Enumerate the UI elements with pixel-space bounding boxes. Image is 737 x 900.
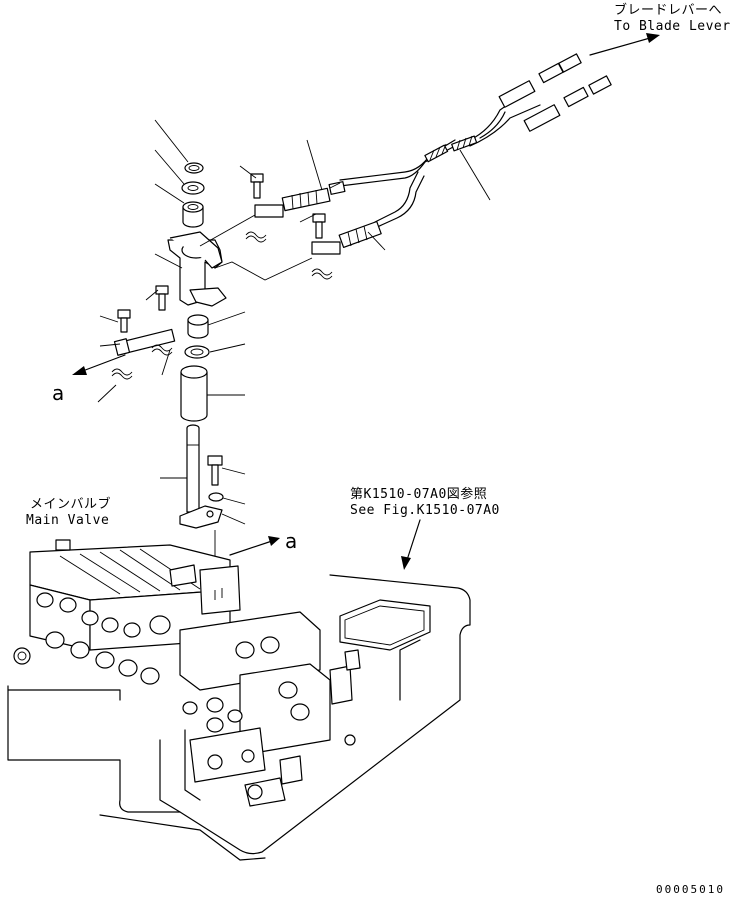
main-valve-body <box>29 539 361 807</box>
bolt-left-lever <box>155 285 169 311</box>
frame-bolts <box>13 647 356 800</box>
ref-a-label-bottom: a <box>285 529 297 553</box>
blade-lever-arrow <box>589 33 660 56</box>
bushing-top <box>182 201 204 228</box>
see-fig-label-en: See Fig.K1510-07A0 <box>350 503 500 518</box>
cable-end-fitting-lower <box>523 75 612 132</box>
cable-stripe-left <box>424 143 449 163</box>
ref-a-label-top: a <box>52 381 64 405</box>
bolt-upper <box>250 173 264 199</box>
washer-top <box>181 181 205 195</box>
cable-link-upper <box>199 214 256 247</box>
main-valve-label-en: Main Valve <box>26 513 109 528</box>
lever-bracket <box>167 231 227 307</box>
cable-connector-upper <box>254 181 346 218</box>
blade-lever-label-jp: ブレードレバーへ <box>614 2 722 18</box>
control-cables <box>339 95 541 229</box>
snap-ring <box>184 162 204 174</box>
cable-stripe-right <box>451 135 478 152</box>
break-symbols <box>111 231 333 380</box>
see-fig-arrow <box>401 519 421 570</box>
valve-ports <box>36 592 171 685</box>
cable-link-lower <box>214 257 313 281</box>
bushing-mid <box>187 314 209 339</box>
ref-a-arrow-right <box>229 536 280 556</box>
washer-mid <box>184 345 210 359</box>
bolt-pin-plate <box>207 455 223 486</box>
pin-shaft <box>179 424 223 529</box>
bolt-middle <box>312 213 326 239</box>
chassis-frame <box>7 574 471 861</box>
drawing-code: 00005010 <box>656 883 725 896</box>
lock-plate <box>113 328 176 356</box>
cable-connector-lower <box>311 220 382 255</box>
washer-small <box>208 492 224 502</box>
cable-end-fitting-upper <box>498 53 582 108</box>
ref-a-arrow-left <box>72 354 126 375</box>
bolt-lock-plate <box>117 309 131 333</box>
collar-tube <box>180 365 208 422</box>
see-fig-label-jp: 第K1510-07A0図参照 <box>350 486 487 502</box>
main-valve-label-jp: メインバルブ <box>30 496 111 512</box>
leader-lines <box>97 119 491 525</box>
blade-lever-label-en: To Blade Lever <box>614 19 731 34</box>
